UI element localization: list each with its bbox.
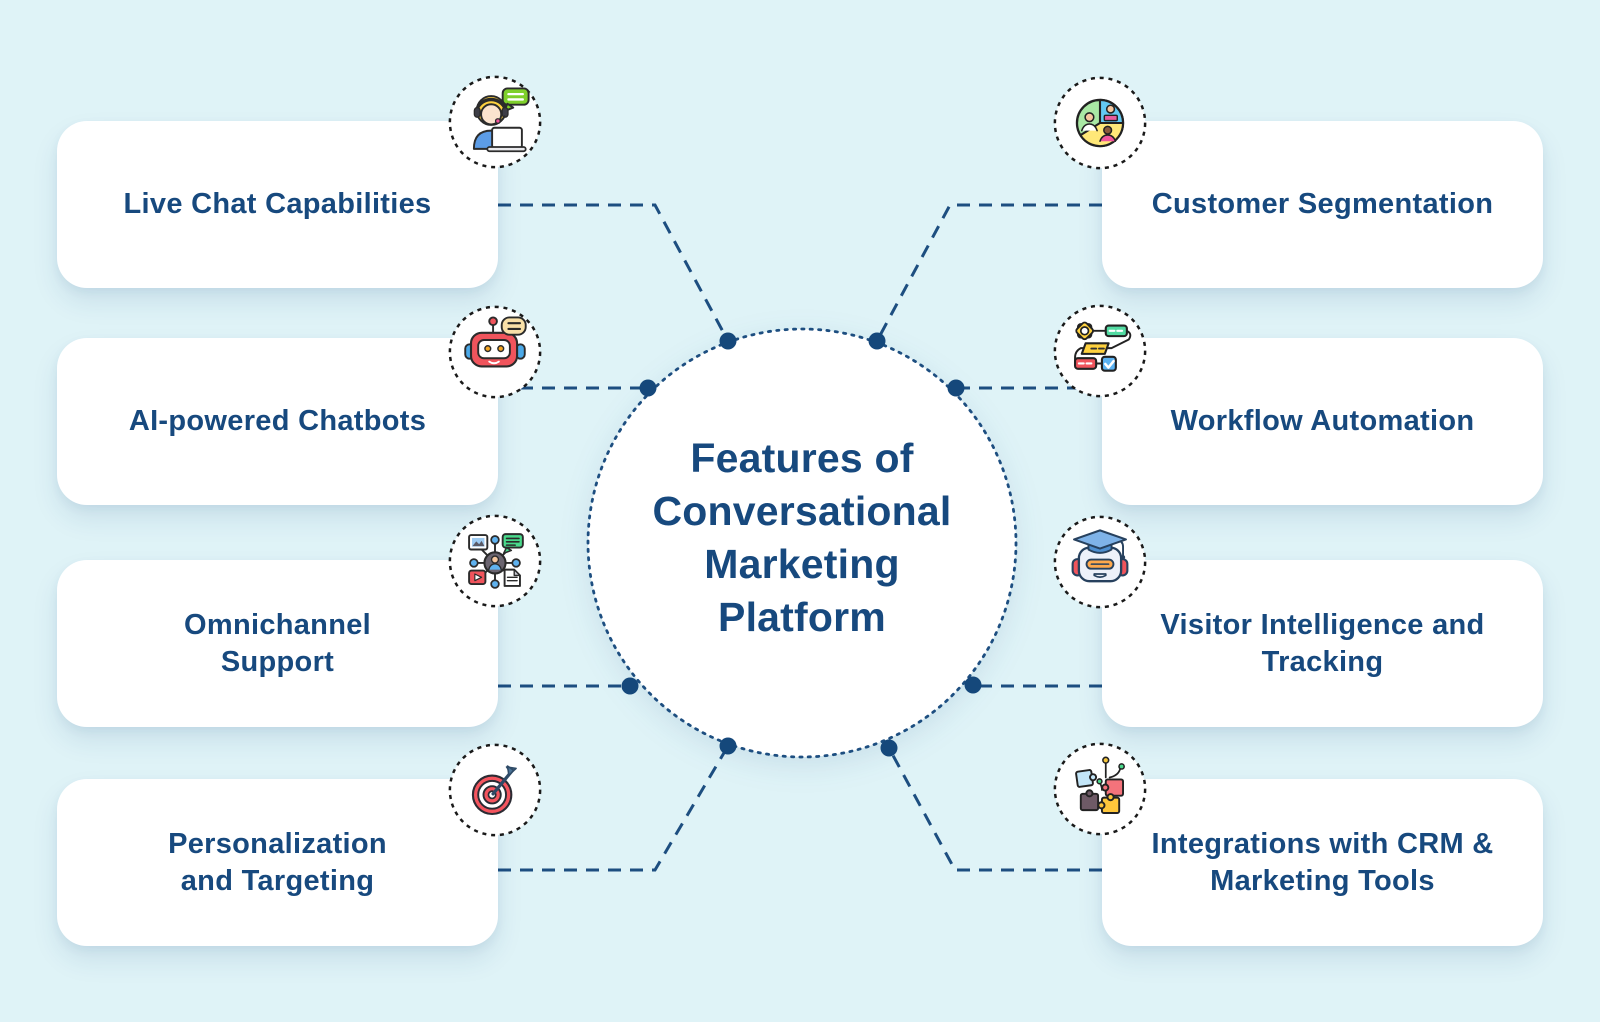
feature-label: Customer Segmentation [1151,188,1494,220]
feature-label: Workflow Automation [1170,405,1475,437]
feature-card-omnichannel: Omnichannel Support [57,560,498,727]
badge-integrations [1052,741,1148,837]
segmentation-pie-icon [1053,76,1147,170]
feature-card-integrations: Integrations with CRM & Marketing Tools [1102,779,1543,946]
title-line: Conversational [652,488,952,534]
diagram-title: Features of Conversational Marketing Pla… [582,432,1022,644]
connector-personalization [498,745,730,872]
feature-label: Omnichannel Support [184,608,371,678]
title-line: Platform [718,594,886,640]
connection-dots [621,332,982,757]
puzzle-pieces-icon [1053,742,1147,836]
graduate-robot-icon [1053,515,1147,609]
support-agent-icon [448,75,542,169]
feature-label: Integrations with CRM & Marketing Tools [1151,827,1494,897]
title-line: Marketing [704,541,900,587]
dashed-connectors [498,203,1102,872]
title-line: Features of [690,435,914,481]
feature-label: Visitor Intelligence and Tracking [1160,608,1485,678]
badge-omnichannel [447,513,543,609]
connector-segmentation [875,203,1102,342]
feature-card-segmentation: Customer Segmentation [1102,121,1543,288]
feature-card-visitor: Visitor Intelligence and Tracking [1102,560,1543,727]
target-icon [448,743,542,837]
connector-integrations [887,747,1102,872]
feature-card-personalization: Personalization and Targeting [57,779,498,946]
badge-workflow [1052,303,1148,399]
center-circle [586,327,1018,759]
connector-live-chat [498,203,730,342]
feature-label: Personalization and Targeting [168,827,387,897]
badge-personalization [447,742,543,838]
feature-card-workflow: Workflow Automation [1102,338,1543,505]
omnichannel-icon [448,514,542,608]
feature-label: AI-powered Chatbots [128,405,427,437]
workflow-gear-icon [1053,304,1147,398]
feature-label: Live Chat Capabilities [123,188,432,220]
badge-ai-chatbots [447,304,543,400]
feature-card-live-chat: Live Chat Capabilities [57,121,498,288]
badge-live-chat [447,74,543,170]
feature-card-ai-chatbots: AI-powered Chatbots [57,338,498,505]
badge-segmentation [1052,75,1148,171]
chatbot-icon [448,305,542,399]
badge-visitor [1052,514,1148,610]
